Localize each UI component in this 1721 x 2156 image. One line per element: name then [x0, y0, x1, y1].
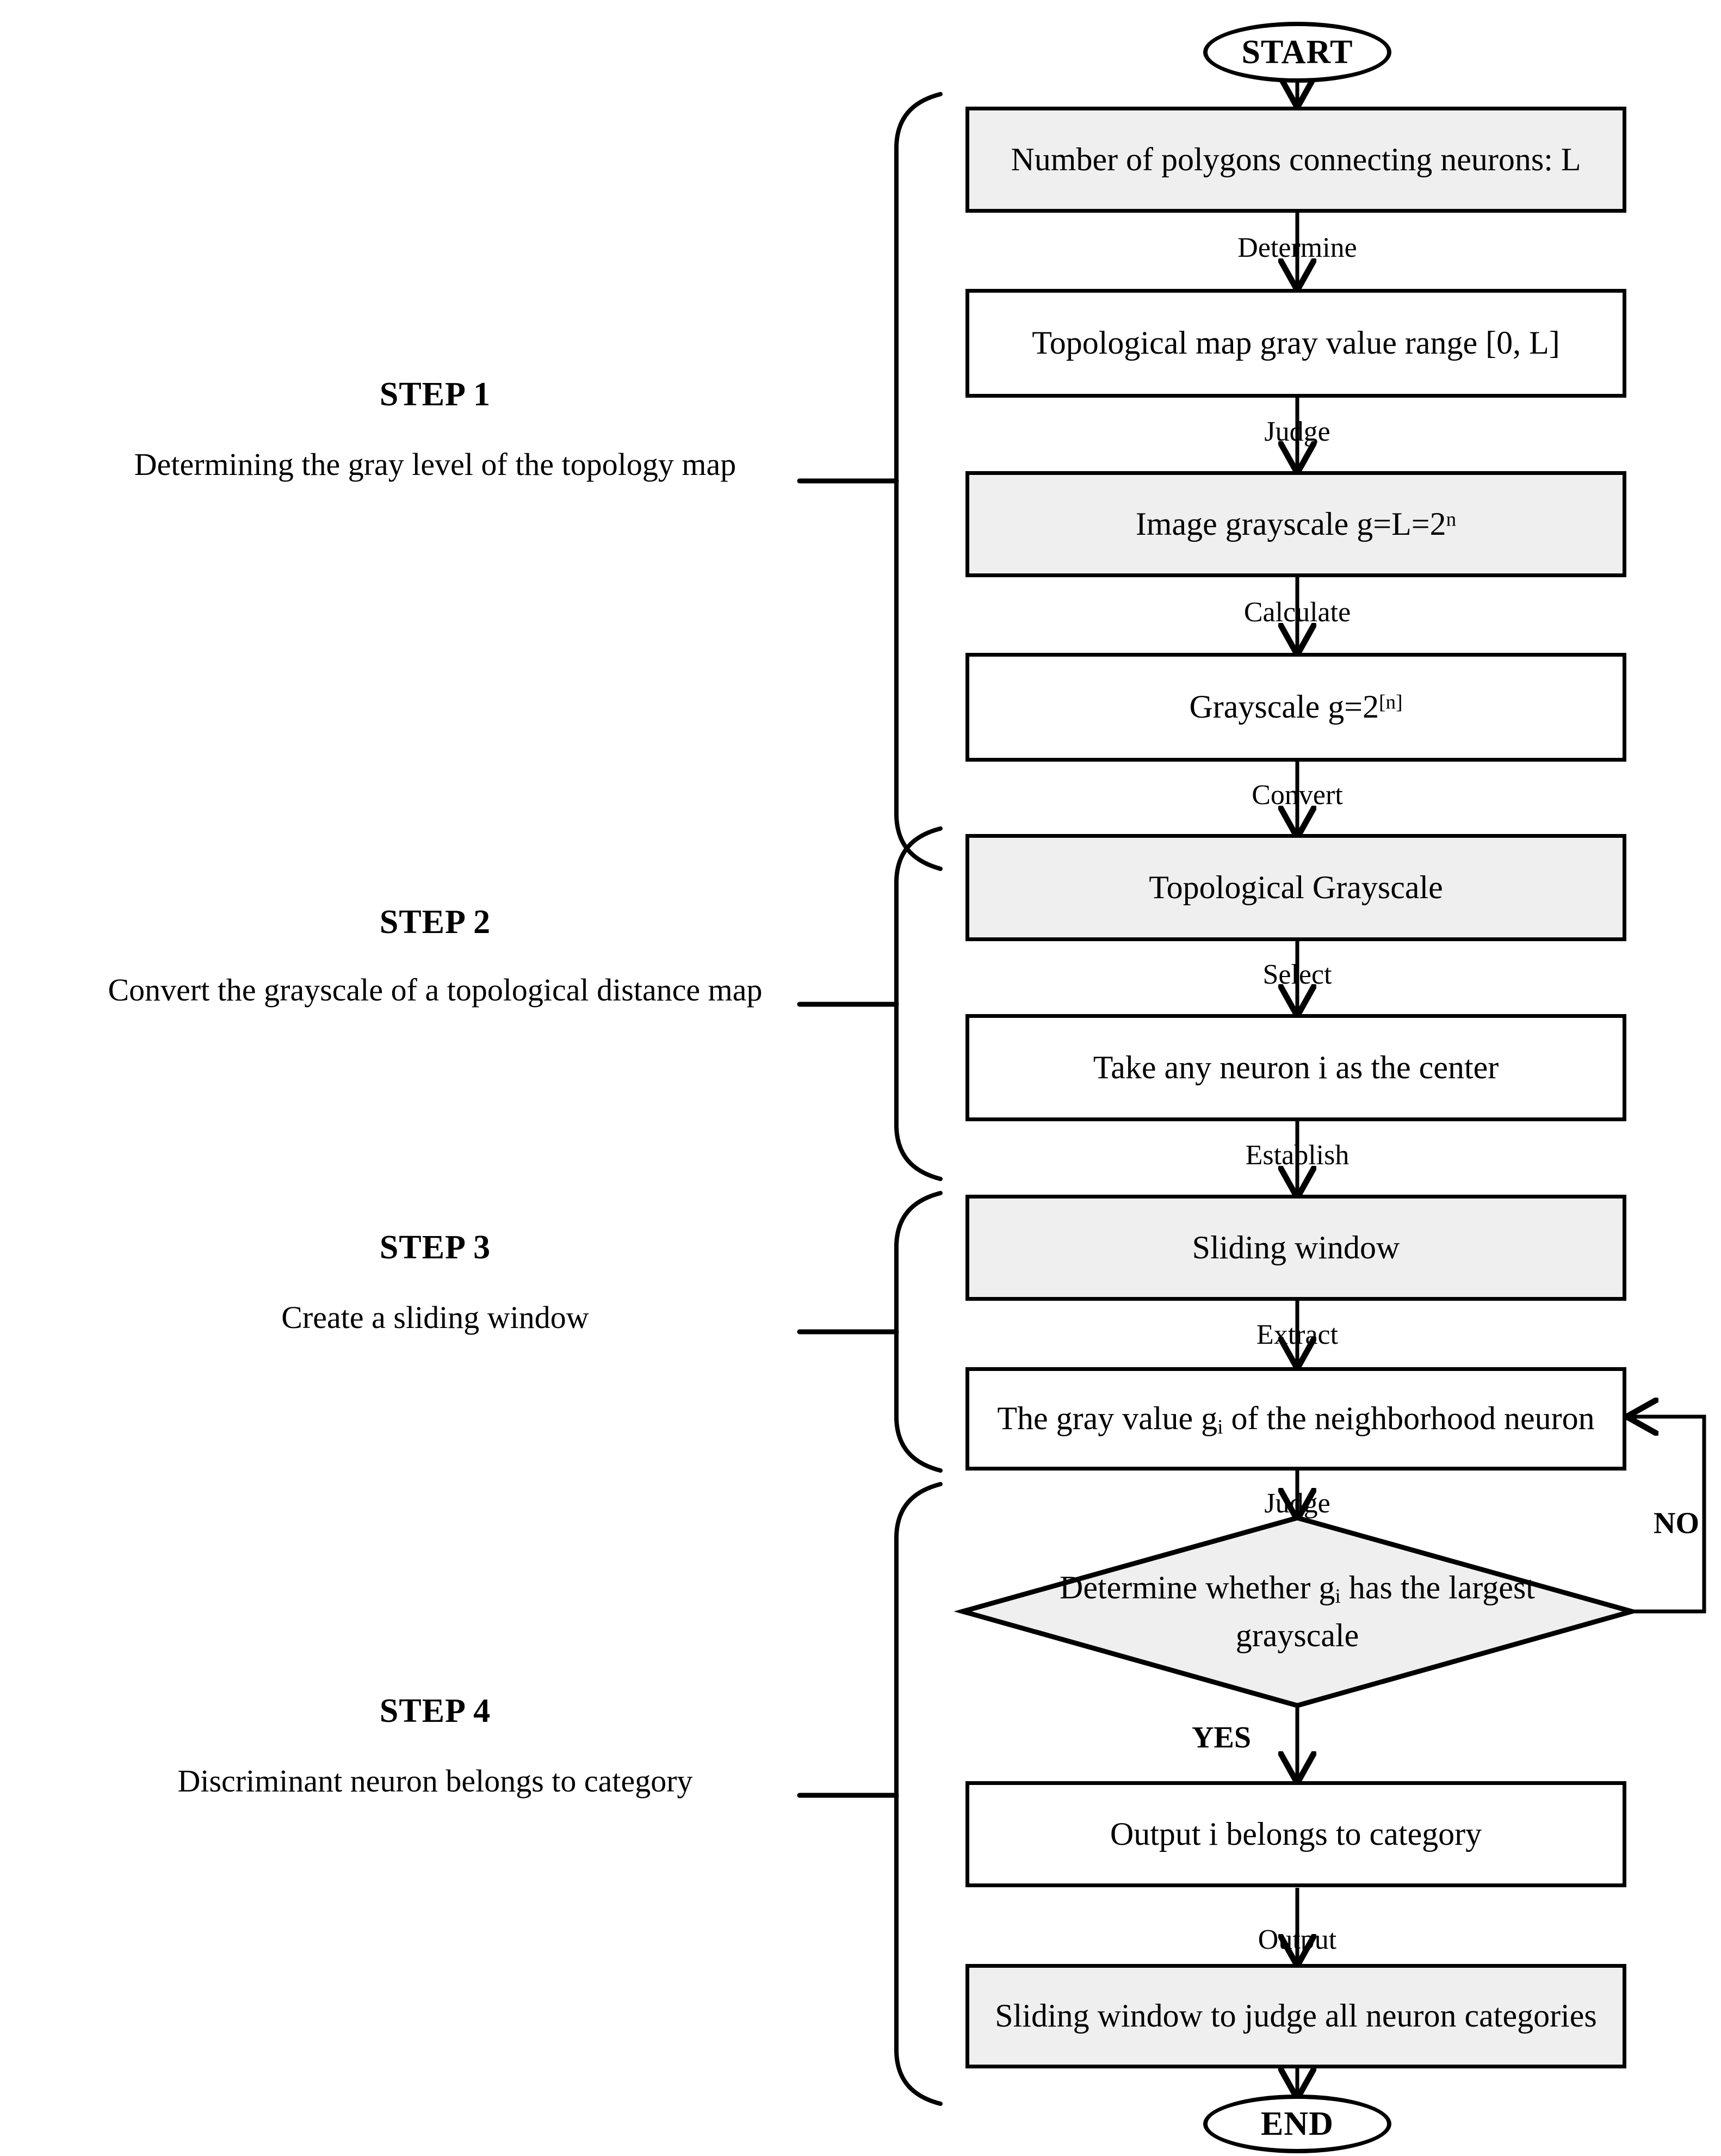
- step-title-1: STEP 1: [379, 376, 491, 413]
- brace-step-4: [894, 1482, 943, 2106]
- step-desc-4: Discriminant neuron belongs to category: [177, 1763, 693, 1799]
- edge-label-establish: Establish: [1245, 1140, 1349, 1171]
- brace-step-3: [894, 1191, 943, 1473]
- node-topological-grayscale: Topological Grayscale: [965, 834, 1626, 941]
- node-text: Sliding window: [1192, 1229, 1400, 1265]
- node-text: Image grayscale g=L=2n: [1135, 505, 1457, 542]
- brace-step-1: [894, 92, 943, 871]
- edge-label-yes: YES: [1192, 1721, 1251, 1755]
- subscript-i: i: [1335, 1585, 1341, 1608]
- end-label: END: [1261, 2105, 1334, 2142]
- edge-label-judge-1: Judge: [1264, 416, 1330, 447]
- node-sliding-window-all-categories: Sliding window to judge all neuron categ…: [965, 1964, 1626, 2068]
- edge-label-determine: Determine: [1237, 232, 1357, 263]
- node-text: The gray value gi of the neighborhood ne…: [997, 1400, 1595, 1439]
- node-gray-value-neighborhood: The gray value gi of the neighborhood ne…: [965, 1367, 1626, 1471]
- start-terminator: START: [1203, 22, 1391, 83]
- node-image-grayscale: Image grayscale g=L=2n: [965, 471, 1626, 577]
- node-text: Sliding window to judge all neuron categ…: [995, 1998, 1597, 2034]
- superscript-bracket-n: [n]: [1379, 691, 1403, 714]
- decision-node-label: Determine whether gi has the largest gra…: [1023, 1550, 1572, 1673]
- node-output-i-belongs: Output i belongs to category: [965, 1781, 1626, 1887]
- edge-label-convert: Convert: [1252, 780, 1343, 811]
- edge-label-judge-2: Judge: [1264, 1488, 1330, 1519]
- node-text: Number of polygons connecting neurons: L: [1011, 141, 1581, 177]
- node-text: Take any neuron i as the center: [1093, 1049, 1499, 1085]
- node-take-any-neuron: Take any neuron i as the center: [965, 1014, 1626, 1121]
- edge-label-extract: Extract: [1256, 1319, 1339, 1350]
- brace-step-2: [894, 826, 943, 1181]
- step-desc-1: Determining the gray level of the topolo…: [134, 447, 736, 482]
- node-text: Topological Grayscale: [1149, 869, 1443, 905]
- node-sliding-window: Sliding window: [965, 1195, 1626, 1301]
- node-text: Output i belongs to category: [1110, 1815, 1482, 1852]
- node-text: Topological map gray value range [0, L]: [1032, 325, 1560, 361]
- node-grayscale-g: Grayscale g=2[n]: [965, 653, 1626, 762]
- subscript-i: i: [1217, 1416, 1223, 1439]
- step-desc-3: Create a sliding window: [281, 1300, 589, 1335]
- step-title-3: STEP 3: [379, 1229, 491, 1266]
- step-title-4: STEP 4: [379, 1692, 491, 1729]
- start-label: START: [1241, 33, 1353, 71]
- node-topological-map-range: Topological map gray value range [0, L]: [965, 289, 1626, 398]
- edge-label-select: Select: [1262, 959, 1332, 990]
- edge-label-output: Output: [1258, 1924, 1337, 1955]
- node-number-of-polygons: Number of polygons connecting neurons: L: [965, 107, 1626, 213]
- edge-label-no: NO: [1654, 1506, 1699, 1540]
- step-title-2: STEP 2: [379, 904, 491, 941]
- step-desc-2: Convert the grayscale of a topological d…: [108, 972, 763, 1008]
- superscript-n: n: [1446, 508, 1457, 531]
- node-text: Determine whether gi has the largest gra…: [1060, 1570, 1535, 1653]
- end-terminator: END: [1203, 2095, 1391, 2153]
- node-text: Grayscale g=2[n]: [1189, 689, 1403, 725]
- edge-label-calculate: Calculate: [1243, 597, 1351, 628]
